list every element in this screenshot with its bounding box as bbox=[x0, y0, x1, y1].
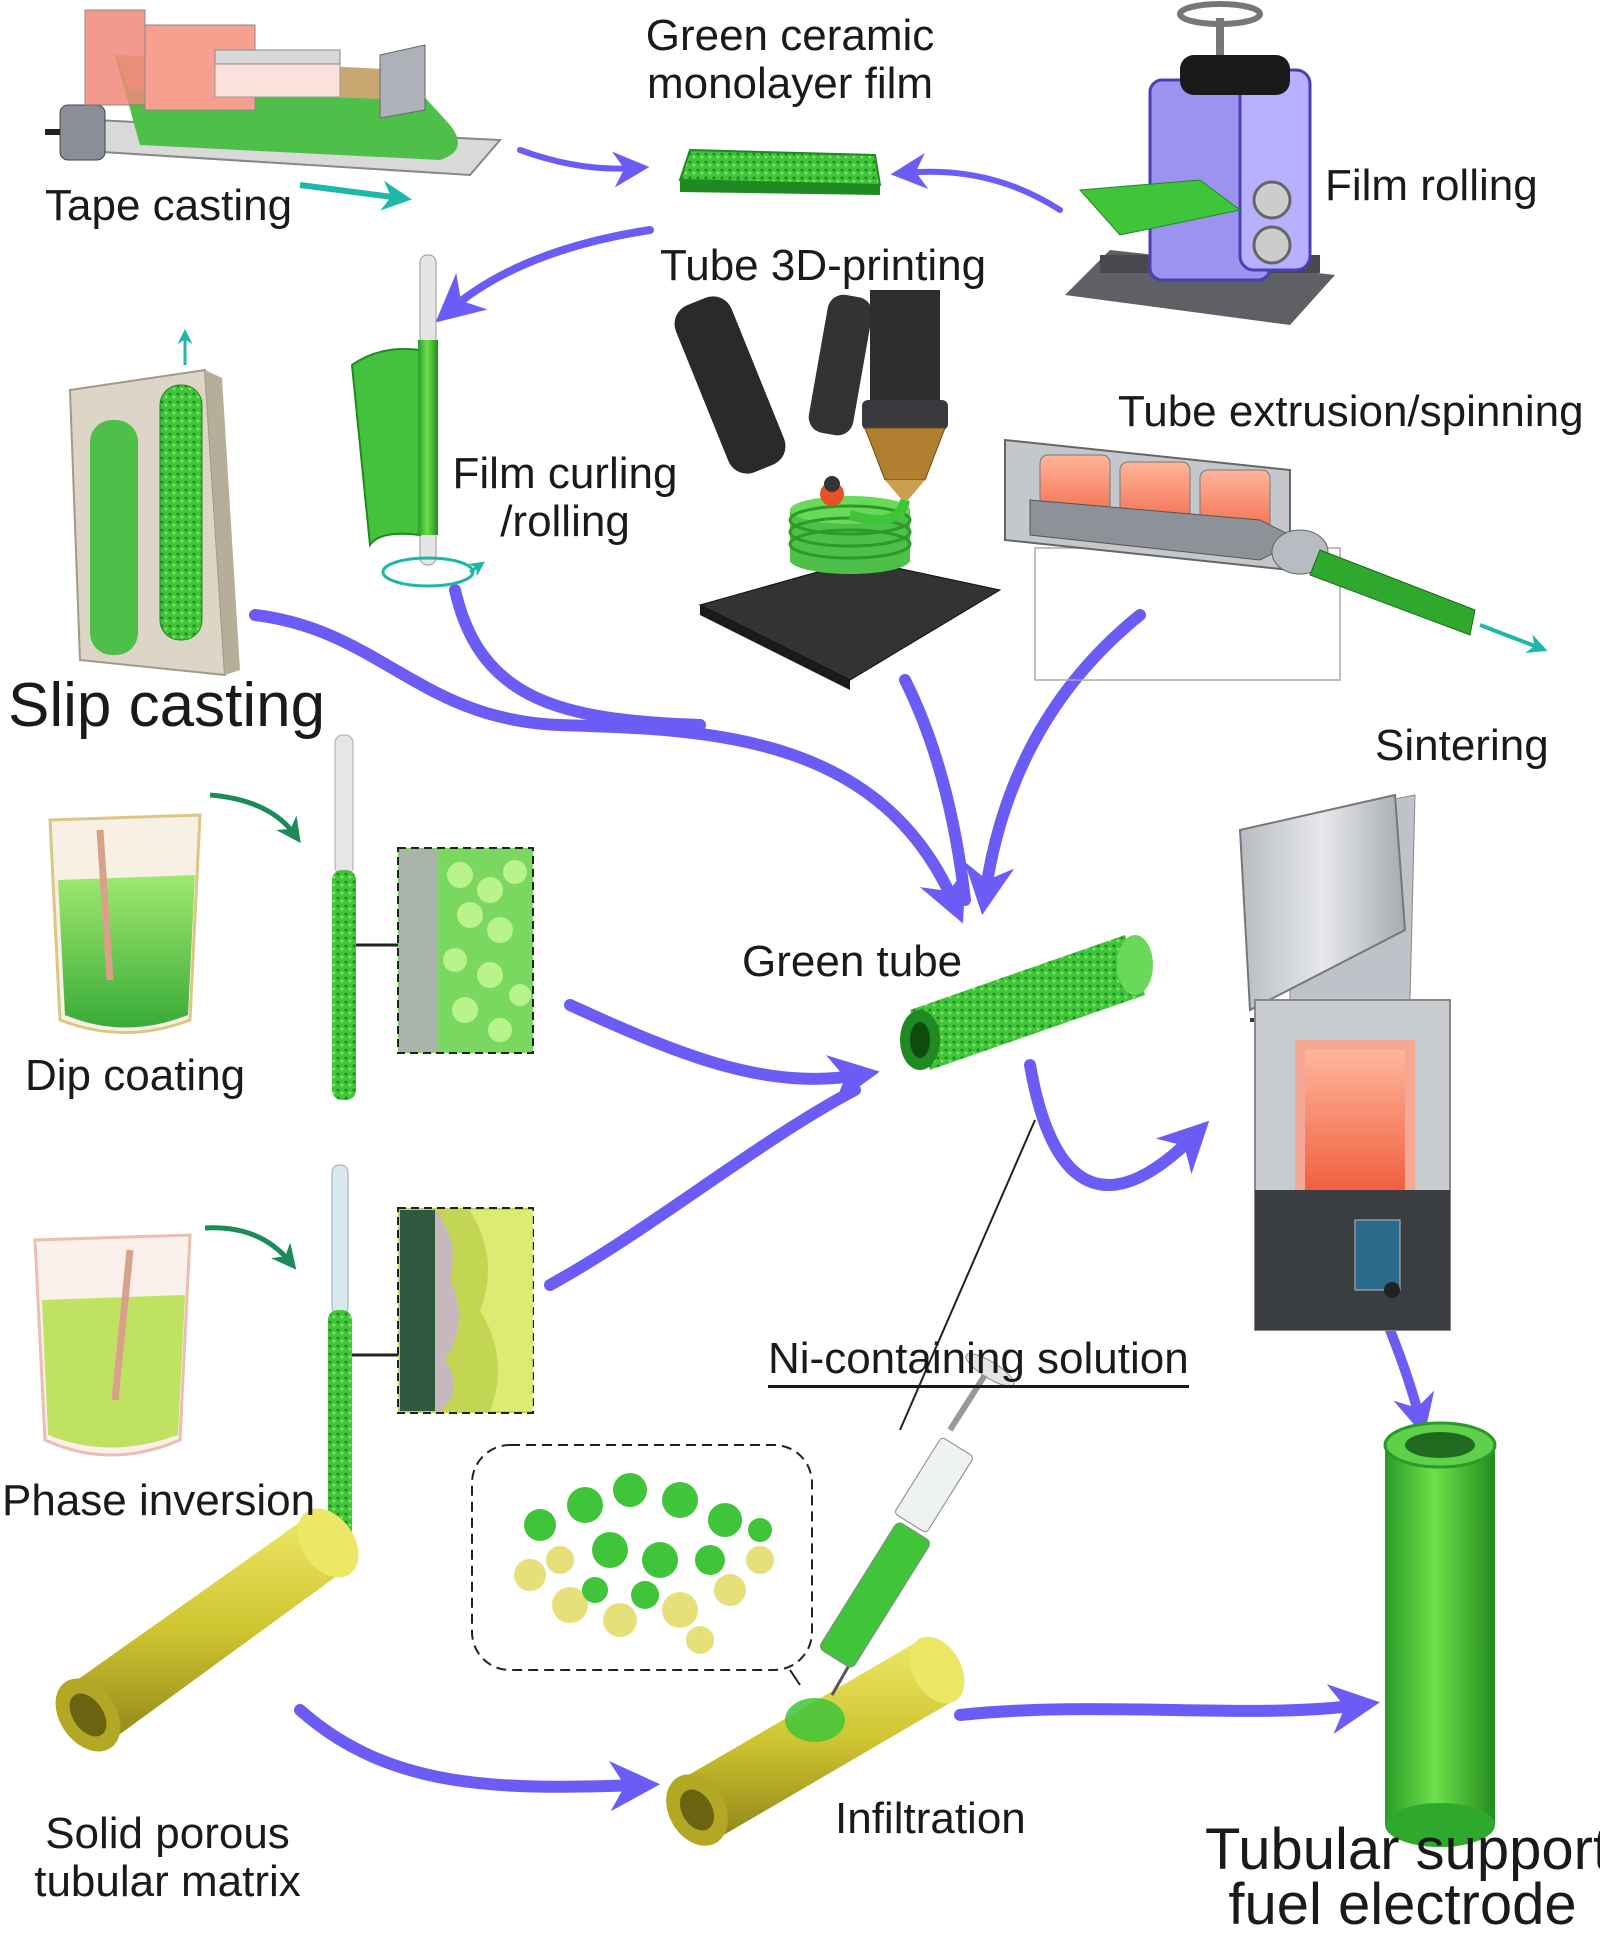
label-ni-solution: Ni-containing solution bbox=[768, 1334, 1189, 1388]
arrow-furnace-to-electrode bbox=[1385, 1325, 1435, 1437]
tape-direction-arrow bbox=[299, 180, 412, 211]
label-tape-casting: Tape casting bbox=[45, 181, 293, 230]
phase-beaker-icon bbox=[33, 1225, 297, 1457]
label-solid-porous-matrix: Solid porous tubular matrix bbox=[25, 1809, 310, 1907]
3d-printer-icon bbox=[674, 290, 1002, 690]
yellow-matrix-tube-icon bbox=[55, 1508, 359, 1752]
slip-cast-mold-icon bbox=[68, 329, 240, 677]
label-film-curling-line1: Film curling bbox=[452, 449, 678, 498]
label-green-ceramic-film-line2: monolayer film bbox=[646, 59, 934, 109]
furnace-icon bbox=[1238, 793, 1451, 1331]
dip-rod-icon bbox=[332, 734, 534, 1100]
label-tube-3d-printing: Tube 3D-printing bbox=[660, 241, 987, 290]
label-tube-extrusion: Tube extrusion/spinning bbox=[1118, 387, 1584, 436]
label-ni-solution-text: Ni-containing solution bbox=[768, 1334, 1189, 1388]
label-film-curling-line2: /rolling bbox=[500, 497, 630, 547]
arrow-film-to-curling bbox=[435, 226, 654, 323]
porous-cluster-icon bbox=[471, 1444, 813, 1686]
label-solid-porous-line2: tubular matrix bbox=[34, 1857, 301, 1907]
green-tube-icon bbox=[900, 935, 1153, 1070]
curling-rod-icon bbox=[350, 254, 485, 588]
extruder-icon bbox=[1004, 438, 1548, 681]
label-green-tube: Green tube bbox=[742, 937, 963, 986]
arrow-curling-to-greentube bbox=[449, 584, 706, 731]
arrow-print-to-greentube bbox=[899, 674, 971, 906]
label-tubular-support: Tubular support fuel electrode bbox=[1205, 1817, 1600, 1937]
arrow-dip-to-greentube bbox=[564, 999, 880, 1105]
label-green-ceramic-film-line1: Green ceramic bbox=[645, 11, 935, 60]
label-green-ceramic-film: Green ceramic monolayer film bbox=[640, 11, 940, 109]
arrow-rolling-to-film bbox=[890, 153, 1063, 213]
phase-rod-icon bbox=[328, 1164, 534, 1540]
arrow-greentube-to-furnace bbox=[1024, 1059, 1210, 1191]
arrow-matrix-to-infiltration bbox=[294, 1704, 661, 1812]
label-sintering: Sintering bbox=[1375, 721, 1549, 770]
label-phase-inversion: Phase inversion bbox=[2, 1476, 316, 1525]
dip-beaker-icon bbox=[48, 792, 301, 1034]
syringe-icon bbox=[820, 1119, 1036, 1696]
arrow-tape-to-film bbox=[517, 147, 650, 188]
arrow-infiltration-to-electrode bbox=[954, 1684, 1380, 1735]
final-electrode-tube-icon bbox=[1383, 1421, 1497, 1847]
infiltration-tube-icon bbox=[666, 1636, 965, 1846]
label-solid-porous-line1: Solid porous bbox=[45, 1809, 290, 1858]
label-film-rolling: Film rolling bbox=[1325, 161, 1538, 210]
label-tubular-support-line2: fuel electrode bbox=[1228, 1872, 1577, 1937]
label-dip-coating: Dip coating bbox=[25, 1051, 246, 1100]
label-film-curling: Film curling /rolling bbox=[445, 449, 685, 547]
label-slip-casting: Slip casting bbox=[8, 671, 326, 740]
rolling-mill-icon bbox=[1065, 1, 1335, 325]
arrow-phase-to-greentube bbox=[544, 1084, 861, 1291]
tape-casting-machine-icon bbox=[45, 9, 503, 211]
label-infiltration: Infiltration bbox=[835, 1794, 1026, 1843]
arrow-extrusion-to-greentube bbox=[964, 609, 1146, 915]
flow-arrows bbox=[249, 147, 1435, 1812]
arrow-slip-to-greentube bbox=[249, 609, 967, 924]
green-film-icon bbox=[678, 148, 882, 195]
label-tubular-support-line1: Tubular support bbox=[1205, 1817, 1600, 1882]
